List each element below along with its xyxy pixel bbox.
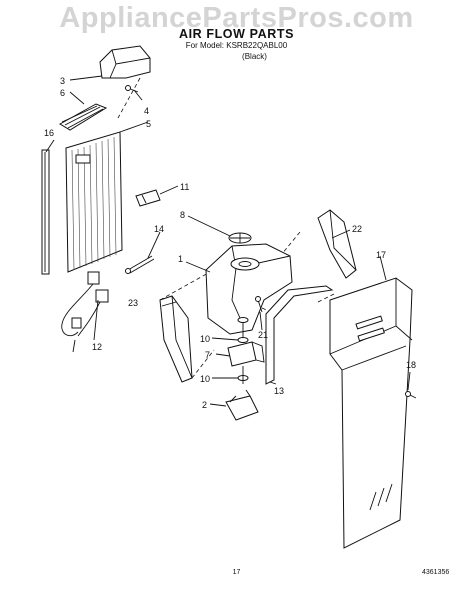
callout-leaders [45, 75, 411, 407]
callout-10-bottom: 10 [200, 374, 210, 384]
part-right-baffle [317, 209, 357, 279]
page-number: 17 [232, 569, 241, 576]
model-line: For Model: KSRB22QABL00 [185, 41, 288, 50]
part-motor-bracket [225, 389, 259, 421]
watermark: AppliancePartsPros.com [59, 2, 414, 34]
document-number: 4361356 [422, 569, 450, 576]
callout-14: 14 [154, 224, 164, 234]
part-motor-assembly [227, 317, 265, 384]
callout-12: 12 [92, 342, 102, 352]
part-air-flow-panel [65, 131, 123, 273]
callout-16: 16 [44, 128, 54, 138]
callout-21: 21 [258, 330, 268, 340]
diagram-title: AIR FLOW PARTS [178, 27, 295, 41]
callout-10-top: 10 [200, 334, 210, 344]
callout-11: 11 [180, 182, 189, 192]
part-fan-housing [205, 243, 293, 335]
color-line: (Black) [242, 52, 267, 61]
callout-18: 18 [406, 360, 416, 370]
callout-labels: 3 6 4 5 16 11 14 12 8 1 23 22 17 18 10 7… [44, 76, 416, 410]
callout-13: 13 [274, 386, 284, 396]
part-duct-cover [99, 45, 151, 119]
part-grille [59, 103, 108, 131]
part-screw-4 [125, 85, 139, 93]
callout-17: 17 [376, 250, 386, 260]
part-air-duct [329, 277, 413, 549]
callout-6: 6 [60, 88, 65, 98]
part-screw-21 [255, 296, 263, 313]
callout-8: 8 [180, 210, 185, 220]
part-wire-harness [61, 271, 109, 353]
callout-7: 7 [205, 350, 210, 360]
callout-1: 1 [178, 254, 183, 264]
part-left-baffle [159, 295, 193, 383]
callout-3: 3 [60, 76, 65, 86]
part-screw-18 [405, 391, 417, 399]
callout-2: 2 [202, 400, 207, 410]
callout-5: 5 [146, 119, 151, 129]
callout-22: 22 [352, 224, 362, 234]
part-u-frame [265, 285, 334, 385]
callout-4: 4 [144, 106, 149, 116]
part-screw-14 [125, 255, 155, 274]
part-gasket-strip [41, 149, 50, 275]
part-fan-blade [228, 232, 252, 244]
part-damper-clip [135, 189, 161, 207]
callout-23: 23 [128, 298, 138, 308]
